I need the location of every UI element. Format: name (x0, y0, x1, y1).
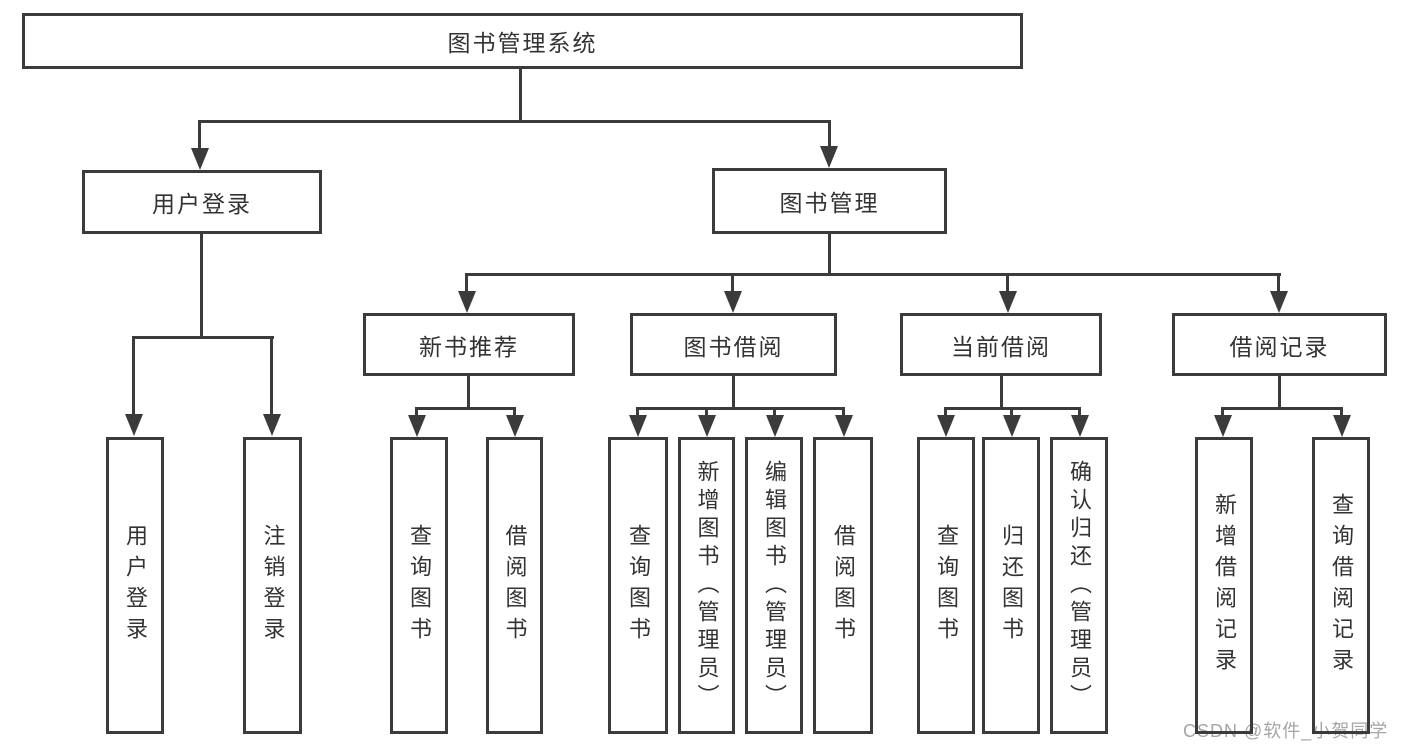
edge-line (198, 120, 201, 150)
edge-line (636, 407, 845, 410)
edge-arrowhead (1270, 291, 1288, 313)
edge-line (731, 273, 734, 294)
edge-line (465, 273, 1281, 276)
edge-arrowhead (1071, 415, 1089, 437)
node-label: 编辑图书（管理员） (762, 459, 787, 712)
edge-line (519, 69, 522, 123)
edge-line (198, 120, 831, 123)
edge-line (1277, 273, 1280, 294)
edge-arrowhead (458, 291, 476, 313)
node-library-system: 图书管理系统 (22, 13, 1023, 69)
edge-arrowhead (1333, 415, 1351, 437)
node-label: 借阅图书 (502, 523, 528, 648)
edge-line (1078, 407, 1081, 419)
edge-line (415, 407, 516, 410)
node-current-borrow: 当前借阅 (900, 313, 1102, 376)
edge-line (1006, 273, 1009, 294)
node-label: 借阅图书 (831, 523, 856, 648)
edge-arrowhead (835, 415, 853, 437)
edge-line (270, 336, 273, 416)
edge-arrowhead (408, 415, 426, 437)
node-label: 图书借阅 (683, 333, 784, 360)
edge-line (467, 376, 470, 410)
edge-line (828, 234, 831, 276)
node-label: 确认归还（管理员） (1067, 459, 1092, 712)
edge-line (1010, 407, 1013, 419)
edge-arrowhead (125, 414, 143, 436)
edge-line (773, 407, 776, 419)
node-label: 图书管理系统 (447, 30, 598, 56)
edge-line (1000, 376, 1003, 410)
node-leaf-br-query-record: 查询借阅记录 (1312, 437, 1370, 734)
edge-line (944, 407, 947, 419)
node-label: 当前借阅 (951, 333, 1051, 360)
edge-line (1221, 407, 1343, 410)
node-label: 注销登录 (260, 523, 286, 648)
node-leaf-nb-query-books: 查询图书 (390, 437, 448, 734)
edge-line (465, 273, 468, 294)
edge-arrowhead (724, 291, 742, 313)
node-borrow-records: 借阅记录 (1172, 313, 1387, 376)
node-new-book-recommend: 新书推荐 (363, 313, 575, 376)
edge-line (732, 376, 735, 410)
edge-line (415, 407, 418, 419)
edge-line (132, 336, 274, 339)
edge-line (1340, 407, 1343, 419)
node-leaf-user-login: 用户登录 (106, 437, 164, 734)
edge-line (842, 407, 845, 419)
node-book-borrow: 图书借阅 (630, 313, 837, 376)
node-leaf-logout: 注销登录 (243, 437, 302, 734)
edge-arrowhead (698, 415, 716, 437)
node-leaf-bb-borrow-books: 借阅图书 (813, 437, 873, 734)
edge-arrowhead (937, 415, 955, 437)
edge-line (636, 407, 639, 419)
node-label: 用户登录 (123, 523, 148, 648)
edge-arrowhead (1214, 415, 1232, 437)
node-leaf-cb-return-books: 归还图书 (982, 437, 1040, 734)
edge-arrowhead (820, 146, 838, 168)
node-book-management: 图书管理 (712, 168, 947, 234)
node-user-login: 用户登录 (82, 170, 322, 234)
node-leaf-bb-query-books: 查询图书 (608, 437, 668, 734)
node-leaf-nb-borrow-books: 借阅图书 (486, 437, 543, 734)
node-label: 用户登录 (152, 191, 252, 217)
node-label: 归还图书 (999, 523, 1024, 648)
node-label: 新增借阅记录 (1212, 492, 1237, 679)
node-label: 新书推荐 (419, 333, 519, 360)
edge-line (828, 120, 831, 148)
edge-line (132, 336, 135, 416)
node-label: 查询图书 (626, 523, 651, 648)
node-leaf-br-add-record: 新增借阅记录 (1195, 437, 1253, 734)
edge-arrowhead (263, 414, 281, 436)
node-label: 查询借阅记录 (1329, 492, 1354, 679)
edge-line (1221, 407, 1224, 419)
edge-arrowhead (629, 415, 647, 437)
csdn-watermark: CSDN @软件_小贺同学 (1183, 721, 1389, 741)
edge-arrowhead (191, 148, 209, 170)
edge-line (1278, 376, 1281, 410)
node-leaf-bb-add-books: 新增图书（管理员） (678, 437, 735, 734)
node-label: 查询图书 (407, 523, 432, 648)
edge-line (705, 407, 708, 419)
node-leaf-bb-edit-books: 编辑图书（管理员） (745, 437, 803, 734)
node-label: 图书管理 (779, 190, 880, 216)
edge-line (513, 407, 516, 419)
edge-arrowhead (766, 415, 784, 437)
edge-line (200, 234, 203, 339)
edge-arrowhead (999, 291, 1017, 313)
edge-arrowhead (506, 415, 524, 437)
node-leaf-cb-query-books: 查询图书 (917, 437, 975, 734)
node-label: 借阅记录 (1229, 333, 1330, 360)
edge-arrowhead (1003, 415, 1021, 437)
node-label: 查询图书 (934, 523, 959, 648)
node-label: 新增图书（管理员） (694, 459, 720, 712)
node-leaf-cb-confirm-return: 确认归还（管理员） (1050, 437, 1108, 734)
